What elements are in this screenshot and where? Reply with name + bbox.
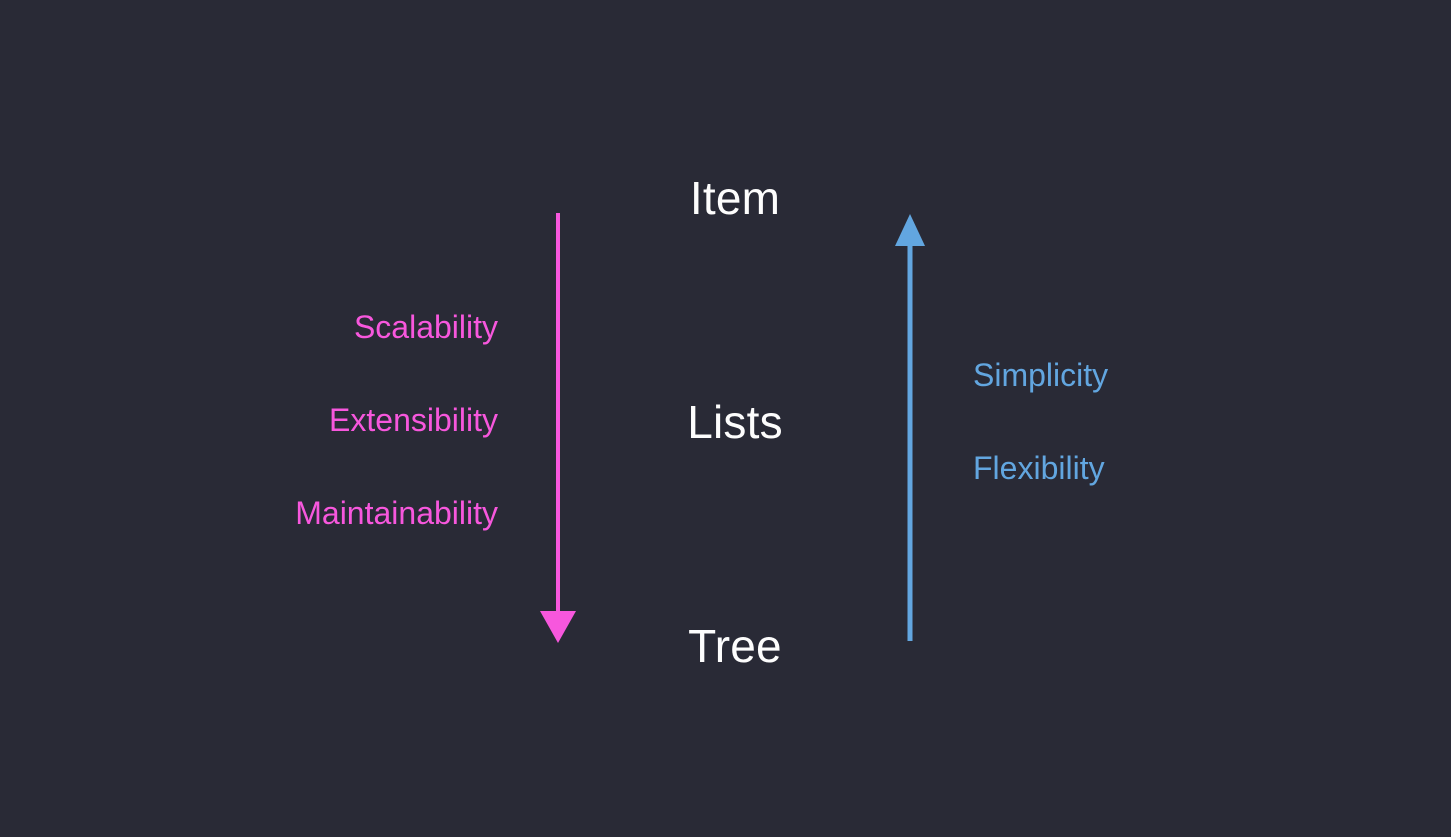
downward-pink-arrow [540,213,576,643]
upward-blue-arrow [895,214,925,641]
right-label-simplicity: Simplicity [973,357,1109,393]
pink-arrow-head [540,611,576,643]
left-label-maintainability: Maintainability [295,495,498,531]
node-label-item: Item [689,172,781,224]
right-label-flexibility: Flexibility [973,450,1105,486]
node-label-tree: Tree [688,620,782,672]
left-label-scalability: Scalability [353,309,498,345]
left-label-extensibility: Extensibility [329,402,498,438]
node-label-lists: Lists [687,396,783,448]
blue-arrow-head [895,214,925,246]
